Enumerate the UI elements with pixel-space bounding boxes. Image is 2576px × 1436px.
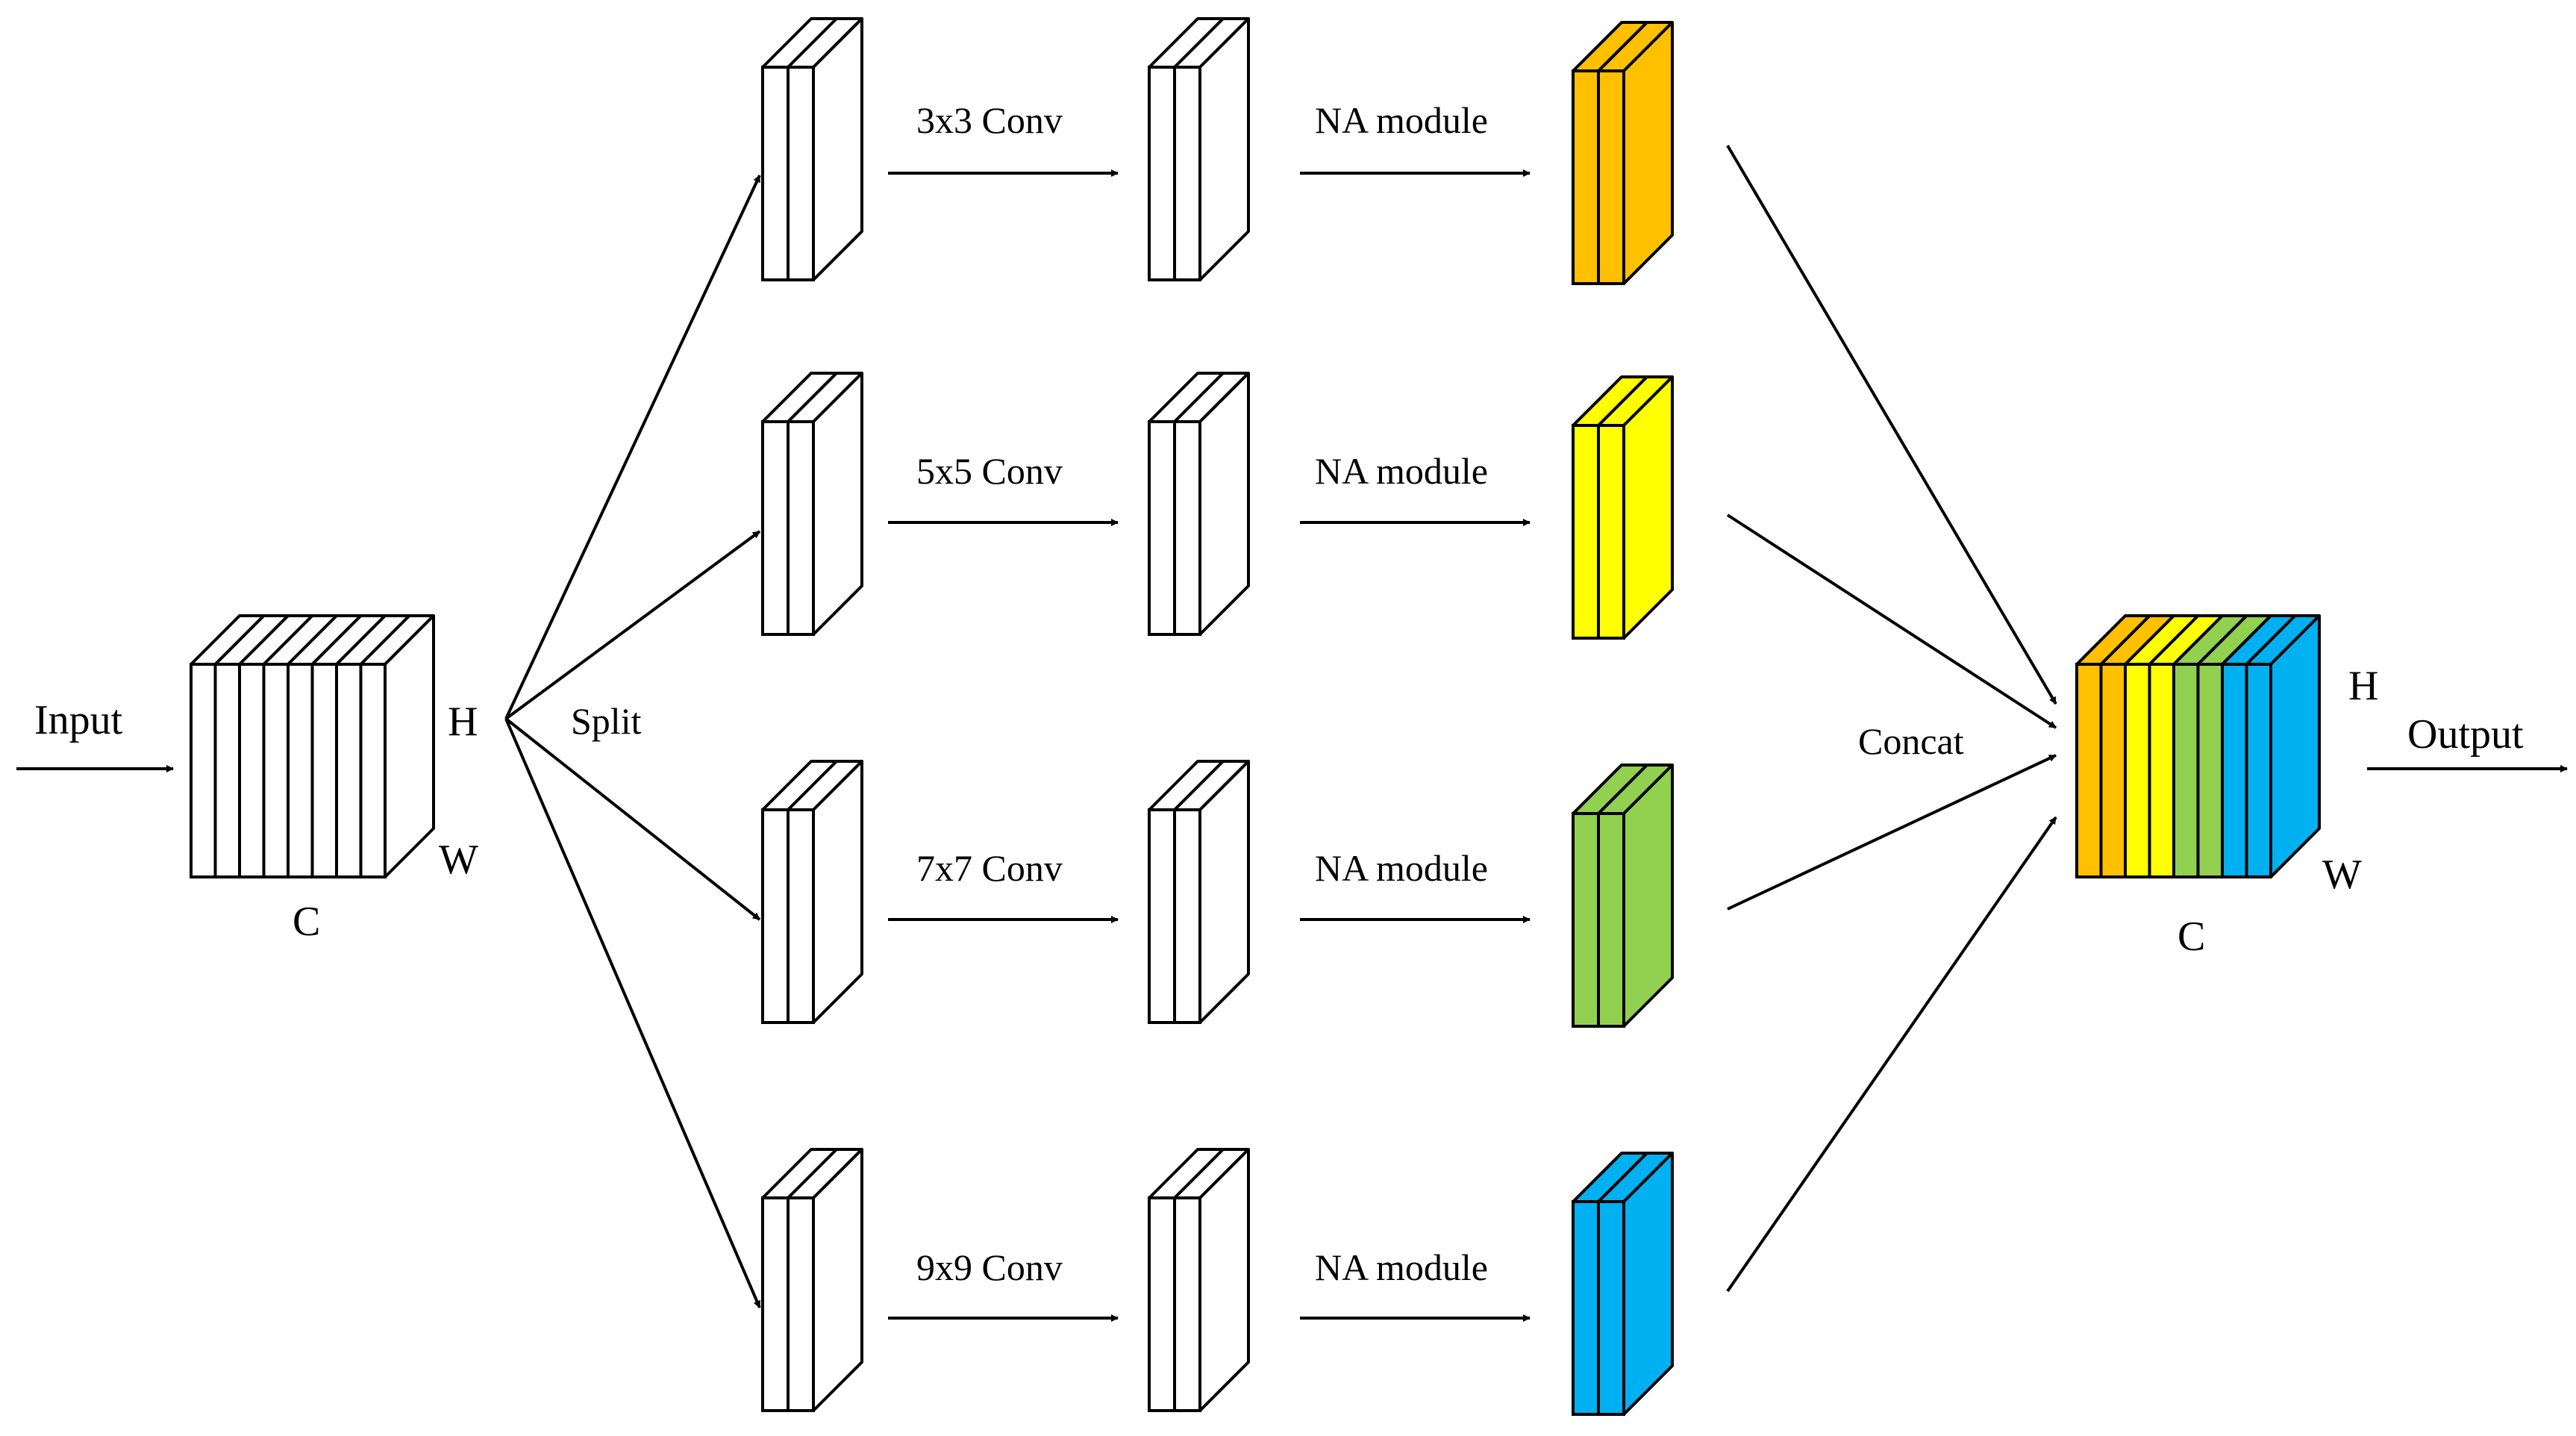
branch-4-na-tensor-slab-front xyxy=(1597,1200,1625,1416)
branch-4-split-tensor-slab-front xyxy=(761,1196,790,1412)
branch-4-conv-label: 9x9 Conv xyxy=(916,1246,1063,1288)
branch-4-na-tensor-side-face xyxy=(1622,1152,1674,1416)
split-arrow-4 xyxy=(504,718,761,1308)
branch-4-split-tensor-side-face xyxy=(812,1148,863,1412)
branch-2-na-tensor-side-face xyxy=(1622,375,1674,640)
split-arrow-1 xyxy=(504,175,761,719)
branch-1-na-label: NA module xyxy=(1315,99,1488,141)
split-arrow-3 xyxy=(504,717,761,921)
branch-2-split-tensor-slab-front xyxy=(761,420,790,636)
output-tensor-slab-front xyxy=(2221,663,2248,878)
branch-1-na-tensor-slab-front xyxy=(1572,69,1600,285)
output-tensor-slab-front xyxy=(2196,663,2224,878)
branch-2-na-label: NA module xyxy=(1315,450,1488,492)
branch-3-na-tensor-side-face xyxy=(1622,764,1674,1028)
output-dim-h: H xyxy=(2348,663,2378,709)
branch-4-conv-tensor-side-face xyxy=(1198,1148,1250,1412)
split-label: Split xyxy=(571,700,642,742)
branch-3-conv-tensor-slab-front xyxy=(1148,808,1176,1024)
branch-4-split-tensor xyxy=(761,1148,863,1412)
branch-1-split-tensor-slab-front xyxy=(761,66,790,281)
branch-3-conv-tensor-slab-front xyxy=(1173,808,1201,1024)
branch-1-na-tensor-slab-front xyxy=(1597,69,1625,285)
flow-arrows xyxy=(16,144,2568,1322)
branch-4-split-tensor-slab-front xyxy=(787,1196,815,1412)
branch-1-conv-tensor xyxy=(1148,17,1250,281)
input-tensor-slab-front xyxy=(335,663,363,878)
branch-2-conv-tensor xyxy=(1148,372,1250,636)
input-tensor-side-face xyxy=(384,614,435,878)
branch-4-conv-tensor xyxy=(1148,1148,1250,1412)
branch-1-conv-label: 3x3 Conv xyxy=(916,99,1063,141)
branch-3-na-tensor-slab-front xyxy=(1572,812,1600,1028)
branch-1-na-tensor xyxy=(1572,21,1674,285)
output-tensor xyxy=(2075,614,2321,878)
input-dim-c: C xyxy=(293,899,320,945)
branch-1-split-tensor-slab-front xyxy=(787,66,815,281)
branch-3-conv-tensor xyxy=(1148,760,1250,1024)
input-tensor-slab-front xyxy=(310,663,338,878)
branch-1-split-tensor xyxy=(761,17,863,281)
branch-4-conv-tensor-slab-front xyxy=(1148,1196,1176,1412)
concat-arrow-3 xyxy=(1727,754,2057,911)
branch-2-conv-label: 5x5 Conv xyxy=(916,450,1063,492)
output-dim-c: C xyxy=(2178,914,2205,960)
branch-3-split-tensor-slab-front xyxy=(761,808,790,1024)
output-tensor-slab-front xyxy=(2124,663,2151,878)
branch-2-split-tensor xyxy=(761,372,863,636)
branch-2-na-tensor-slab-front xyxy=(1572,424,1600,640)
output-dim-w: W xyxy=(2322,852,2362,898)
branch-4-na-tensor-slab-front xyxy=(1572,1200,1600,1416)
branch-3-conv-tensor-side-face xyxy=(1198,760,1250,1024)
output-tensor-slab-front xyxy=(2172,663,2200,878)
branch-3-split-tensor-slab-front xyxy=(787,808,815,1024)
branch-4-na-label: NA module xyxy=(1315,1246,1488,1288)
branch-1-split-tensor-side-face xyxy=(812,17,863,281)
branch-2-na-tensor-slab-front xyxy=(1597,424,1625,640)
input-tensor-slab-front xyxy=(262,663,290,878)
input-dim-w: W xyxy=(439,837,478,883)
branch-4-conv-tensor-slab-front xyxy=(1173,1196,1201,1412)
branch-4-na-tensor xyxy=(1572,1152,1674,1416)
branch-1-conv-tensor-slab-front xyxy=(1148,66,1176,281)
concat-arrow-2 xyxy=(1726,513,2057,729)
input-tensor-slab-front xyxy=(213,663,241,878)
branch-3-split-tensor xyxy=(761,760,863,1024)
branch-3-na-tensor-slab-front xyxy=(1597,812,1625,1028)
concat-label: Concat xyxy=(1858,720,1964,762)
output-tensor-side-face xyxy=(2269,614,2321,878)
branch-1-conv-tensor-slab-front xyxy=(1173,66,1201,281)
split-arrow-2 xyxy=(504,530,761,720)
concat-arrow-4 xyxy=(1726,816,2057,1293)
branch-3-na-tensor xyxy=(1572,764,1674,1028)
branch-1-conv-tensor-side-face xyxy=(1198,17,1250,281)
output-tensor-slab-front xyxy=(2099,663,2127,878)
input-tensor-slab-front xyxy=(287,663,314,878)
branch-3-na-label: NA module xyxy=(1315,847,1488,889)
output-tensor-slab-front xyxy=(2075,663,2103,878)
branch-2-conv-tensor-slab-front xyxy=(1173,420,1201,636)
branch-2-split-tensor-side-face xyxy=(812,372,863,636)
branch-1-na-tensor-side-face xyxy=(1622,21,1674,285)
input-tensor-slab-front xyxy=(238,663,266,878)
branch-2-na-tensor xyxy=(1572,375,1674,640)
branch-2-conv-tensor-slab-front xyxy=(1148,420,1176,636)
tensor-blocks xyxy=(190,17,2321,1416)
output-tensor-slab-front xyxy=(2245,663,2272,878)
branch-2-conv-tensor-side-face xyxy=(1198,372,1250,636)
branch-3-split-tensor-side-face xyxy=(812,760,863,1024)
branch-3-conv-label: 7x7 Conv xyxy=(916,847,1063,889)
input-dim-h: H xyxy=(448,699,478,745)
input-tensor-slab-front xyxy=(359,663,387,878)
branch-2-split-tensor-slab-front xyxy=(787,420,815,636)
input-tensor xyxy=(190,614,435,878)
input-label: Input xyxy=(34,697,123,743)
input-tensor-slab-front xyxy=(190,663,217,878)
concat-arrow-1 xyxy=(1726,144,2057,705)
output-tensor-slab-front xyxy=(2148,663,2175,878)
output-label: Output xyxy=(2407,711,2524,758)
